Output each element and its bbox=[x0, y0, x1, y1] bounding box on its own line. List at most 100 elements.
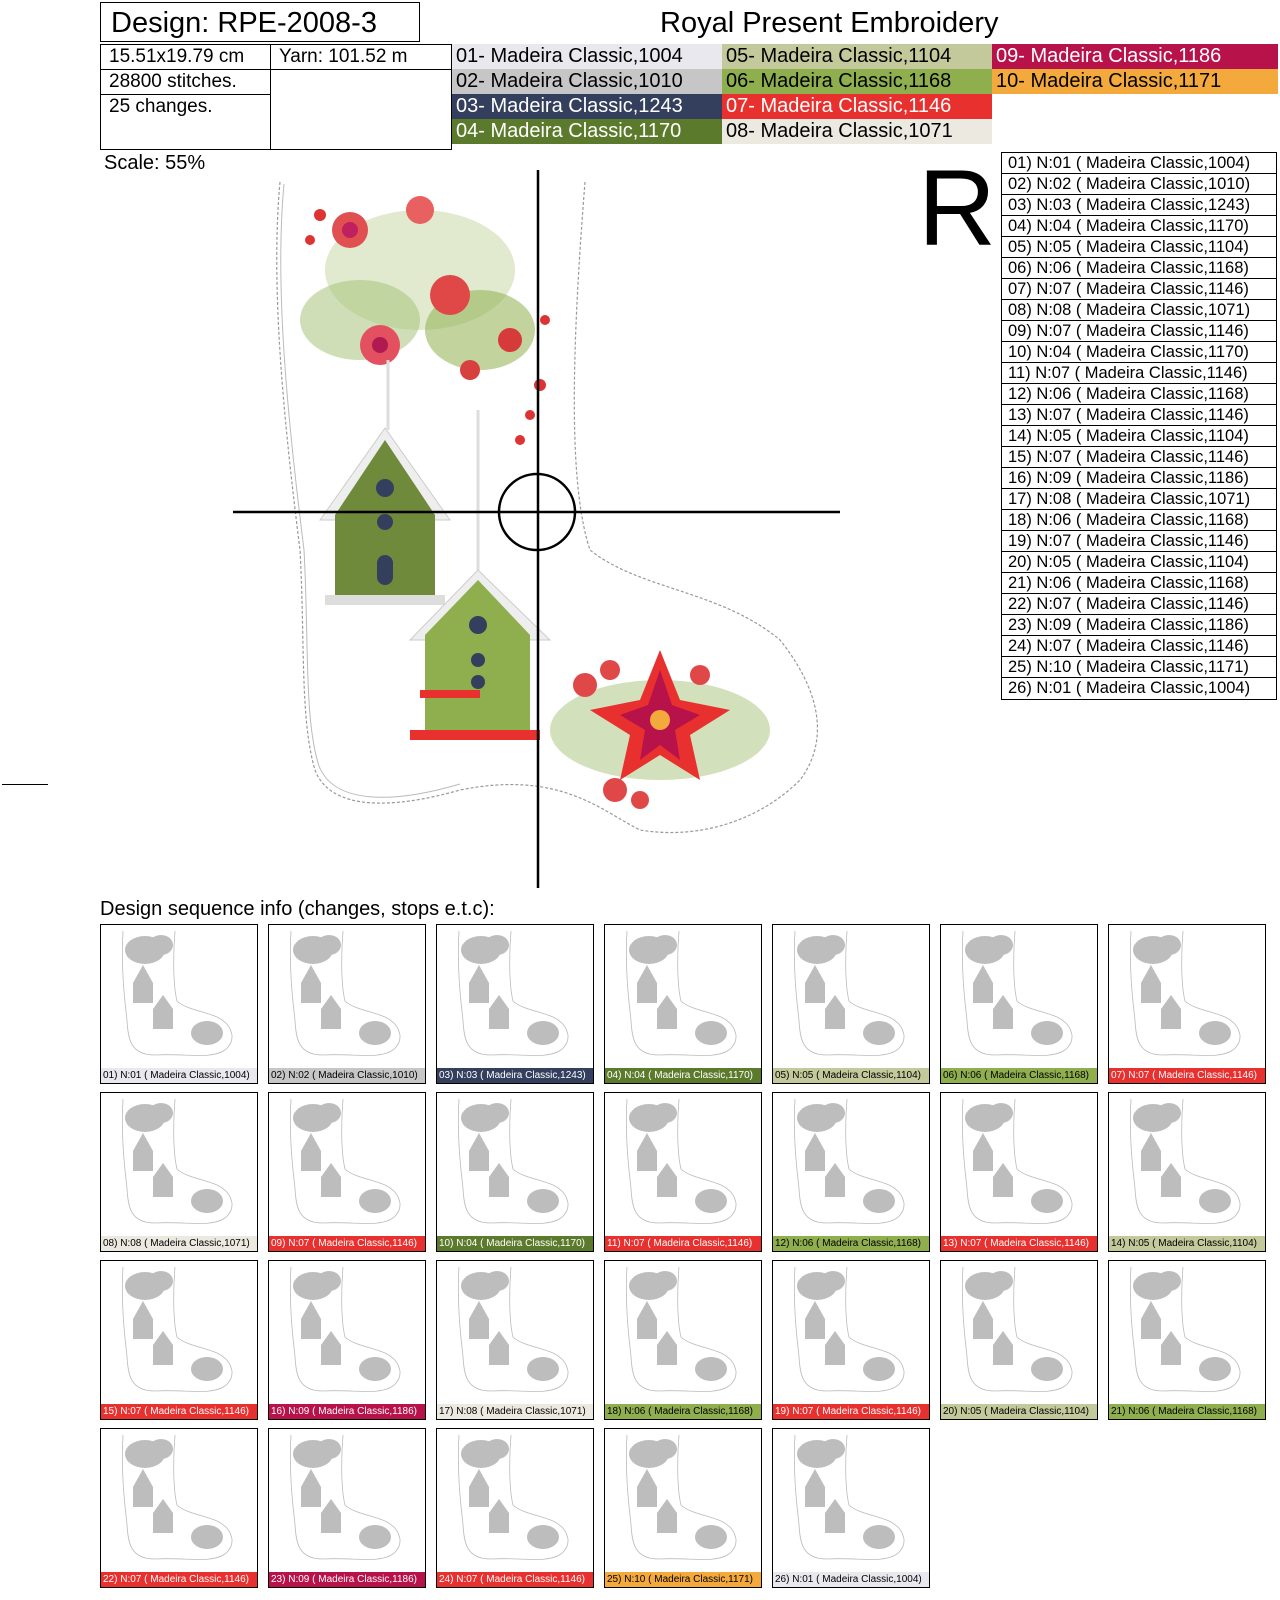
thumbnail-preview bbox=[289, 1098, 401, 1224]
sequence-thumbnail: 02) N:02 ( Madeira Classic,1010) bbox=[268, 924, 426, 1084]
sequence-item: 07) N:07 ( Madeira Classic,1146) bbox=[1002, 279, 1276, 300]
orientation-mark: R bbox=[918, 147, 996, 268]
thumbnail-label: 25) N:10 ( Madeira Classic,1171) bbox=[605, 1572, 761, 1587]
sequence-thumbnail: 17) N:08 ( Madeira Classic,1071) bbox=[436, 1260, 594, 1420]
thumbnail-label: 19) N:07 ( Madeira Classic,1146) bbox=[773, 1404, 929, 1419]
thread-color-8: 08- Madeira Classic,1071 bbox=[722, 119, 992, 144]
sequence-thumbnail: 10) N:04 ( Madeira Classic,1170) bbox=[436, 1092, 594, 1252]
thumbnail-preview bbox=[793, 1098, 905, 1224]
sequence-item: 06) N:06 ( Madeira Classic,1168) bbox=[1002, 258, 1276, 279]
size-value: 15.51x19.79 cm bbox=[101, 45, 271, 70]
poinsettia bbox=[550, 650, 770, 809]
thumbnail-label: 01) N:01 ( Madeira Classic,1004) bbox=[101, 1068, 257, 1083]
thumbnail-preview bbox=[457, 1098, 569, 1224]
sequence-item: 22) N:07 ( Madeira Classic,1146) bbox=[1002, 594, 1276, 615]
sequence-thumbnail: 15) N:07 ( Madeira Classic,1146) bbox=[100, 1260, 258, 1420]
sequence-item: 17) N:08 ( Madeira Classic,1071) bbox=[1002, 489, 1276, 510]
sequence-thumbnail: 26) N:01 ( Madeira Classic,1004) bbox=[772, 1428, 930, 1588]
thumbnail-label: 18) N:06 ( Madeira Classic,1168) bbox=[605, 1404, 761, 1419]
thumbnail-label: 15) N:07 ( Madeira Classic,1146) bbox=[101, 1404, 257, 1419]
thumbnail-label: 04) N:04 ( Madeira Classic,1170) bbox=[605, 1068, 761, 1083]
thumbnail-preview bbox=[961, 1098, 1073, 1224]
sequence-item: 08) N:08 ( Madeira Classic,1071) bbox=[1002, 300, 1276, 321]
sequence-item: 18) N:06 ( Madeira Classic,1168) bbox=[1002, 510, 1276, 531]
thumbnail-label: 26) N:01 ( Madeira Classic,1004) bbox=[773, 1572, 929, 1587]
scale-label: Scale: 55% bbox=[104, 152, 206, 174]
thumbnail-preview bbox=[1129, 1266, 1241, 1392]
color-sequence-list: 01) N:01 ( Madeira Classic,1004)02) N:02… bbox=[1001, 152, 1277, 700]
sequence-thumbnail: 08) N:08 ( Madeira Classic,1071) bbox=[100, 1092, 258, 1252]
birdhouse-right bbox=[408, 410, 552, 740]
sequence-item: 20) N:05 ( Madeira Classic,1104) bbox=[1002, 552, 1276, 573]
sequence-item: 19) N:07 ( Madeira Classic,1146) bbox=[1002, 531, 1276, 552]
thumbnail-preview bbox=[457, 1266, 569, 1392]
sequence-item: 09) N:07 ( Madeira Classic,1146) bbox=[1002, 321, 1276, 342]
sequence-item: 25) N:10 ( Madeira Classic,1171) bbox=[1002, 657, 1276, 678]
sequence-item: 13) N:07 ( Madeira Classic,1146) bbox=[1002, 405, 1276, 426]
thumbnail-preview bbox=[121, 1098, 233, 1224]
sequence-item: 04) N:04 ( Madeira Classic,1170) bbox=[1002, 216, 1276, 237]
thumbnail-label: 02) N:02 ( Madeira Classic,1010) bbox=[269, 1068, 425, 1083]
thumbnail-preview bbox=[625, 930, 737, 1056]
thumbnail-label: 23) N:09 ( Madeira Classic,1186) bbox=[269, 1572, 425, 1587]
thumbnail-preview bbox=[961, 1266, 1073, 1392]
brand-title: Royal Present Embroidery bbox=[660, 7, 999, 39]
thumbnail-label: 06) N:06 ( Madeira Classic,1168) bbox=[941, 1068, 1097, 1083]
thread-color-7: 07- Madeira Classic,1146 bbox=[722, 94, 992, 119]
sequence-thumbnail: 13) N:07 ( Madeira Classic,1146) bbox=[940, 1092, 1098, 1252]
design-title: Design: RPE-2008-3 bbox=[100, 2, 420, 42]
sequence-item: 12) N:06 ( Madeira Classic,1168) bbox=[1002, 384, 1276, 405]
sequence-item: 16) N:09 ( Madeira Classic,1186) bbox=[1002, 468, 1276, 489]
thumbnail-label: 17) N:08 ( Madeira Classic,1071) bbox=[437, 1404, 593, 1419]
thumbnail-preview bbox=[289, 1434, 401, 1560]
thread-color-4: 04- Madeira Classic,1170 bbox=[452, 119, 722, 144]
thumbnail-preview bbox=[1129, 930, 1241, 1056]
thread-color-9: 09- Madeira Classic,1186 bbox=[992, 44, 1278, 69]
birdhouse-left bbox=[319, 360, 451, 605]
thumbnail-label: 03) N:03 ( Madeira Classic,1243) bbox=[437, 1068, 593, 1083]
thumbnail-preview bbox=[793, 1266, 905, 1392]
thumbnail-preview bbox=[961, 930, 1073, 1056]
sequence-item: 03) N:03 ( Madeira Classic,1243) bbox=[1002, 195, 1276, 216]
thumbnail-label: 10) N:04 ( Madeira Classic,1170) bbox=[437, 1236, 593, 1251]
embroidery-preview bbox=[233, 170, 840, 888]
thumbnail-preview bbox=[793, 930, 905, 1056]
center-crosshair bbox=[233, 170, 840, 888]
design-info-table: 15.51x19.79 cm Yarn: 101.52 m 28800 stit… bbox=[100, 44, 452, 150]
thread-color-10: 10- Madeira Classic,1171 bbox=[992, 69, 1278, 94]
thumbnail-preview bbox=[1129, 1098, 1241, 1224]
thread-color-2: 02- Madeira Classic,1010 bbox=[452, 69, 722, 94]
sequence-item: 10) N:04 ( Madeira Classic,1170) bbox=[1002, 342, 1276, 363]
thumbnail-label: 07) N:07 ( Madeira Classic,1146) bbox=[1109, 1068, 1265, 1083]
thumbnail-label: 05) N:05 ( Madeira Classic,1104) bbox=[773, 1068, 929, 1083]
sequence-thumbnail: 11) N:07 ( Madeira Classic,1146) bbox=[604, 1092, 762, 1252]
sequence-item: 02) N:02 ( Madeira Classic,1010) bbox=[1002, 174, 1276, 195]
margin-tick bbox=[2, 784, 48, 785]
sequence-item: 05) N:05 ( Madeira Classic,1104) bbox=[1002, 237, 1276, 258]
sequence-thumbnail: 22) N:07 ( Madeira Classic,1146) bbox=[100, 1428, 258, 1588]
sequence-thumbnail: 04) N:04 ( Madeira Classic,1170) bbox=[604, 924, 762, 1084]
thumbnail-preview bbox=[121, 1266, 233, 1392]
sequence-item: 15) N:07 ( Madeira Classic,1146) bbox=[1002, 447, 1276, 468]
thumbnail-label: 11) N:07 ( Madeira Classic,1146) bbox=[605, 1236, 761, 1251]
stocking-outline bbox=[276, 181, 819, 834]
thumbnail-label: 16) N:09 ( Madeira Classic,1186) bbox=[269, 1404, 425, 1419]
sequence-thumbnail: 12) N:06 ( Madeira Classic,1168) bbox=[772, 1092, 930, 1252]
sequence-item: 26) N:01 ( Madeira Classic,1004) bbox=[1008, 679, 1251, 697]
thumbnail-preview bbox=[625, 1434, 737, 1560]
sequence-title: Design sequence info (changes, stops e.t… bbox=[100, 898, 495, 920]
thumbnail-label: 09) N:07 ( Madeira Classic,1146) bbox=[269, 1236, 425, 1251]
sequence-thumbnail: 07) N:07 ( Madeira Classic,1146) bbox=[1108, 924, 1266, 1084]
sequence-thumbnail: 16) N:09 ( Madeira Classic,1186) bbox=[268, 1260, 426, 1420]
thumbnail-preview bbox=[625, 1266, 737, 1392]
thumbnail-preview bbox=[625, 1098, 737, 1224]
thumbnail-label: 21) N:06 ( Madeira Classic,1168) bbox=[1109, 1404, 1265, 1419]
sequence-thumbnail: 24) N:07 ( Madeira Classic,1146) bbox=[436, 1428, 594, 1588]
thread-color-5: 05- Madeira Classic,1104 bbox=[722, 44, 992, 69]
thread-color-1: 01- Madeira Classic,1004 bbox=[452, 44, 722, 69]
thumbnail-label: 13) N:07 ( Madeira Classic,1146) bbox=[941, 1236, 1097, 1251]
yarn-value: Yarn: 101.52 m bbox=[271, 45, 451, 70]
changes-value: 25 changes. bbox=[101, 95, 271, 149]
sequence-thumbnail: 23) N:09 ( Madeira Classic,1186) bbox=[268, 1428, 426, 1588]
sequence-thumbnail: 03) N:03 ( Madeira Classic,1243) bbox=[436, 924, 594, 1084]
